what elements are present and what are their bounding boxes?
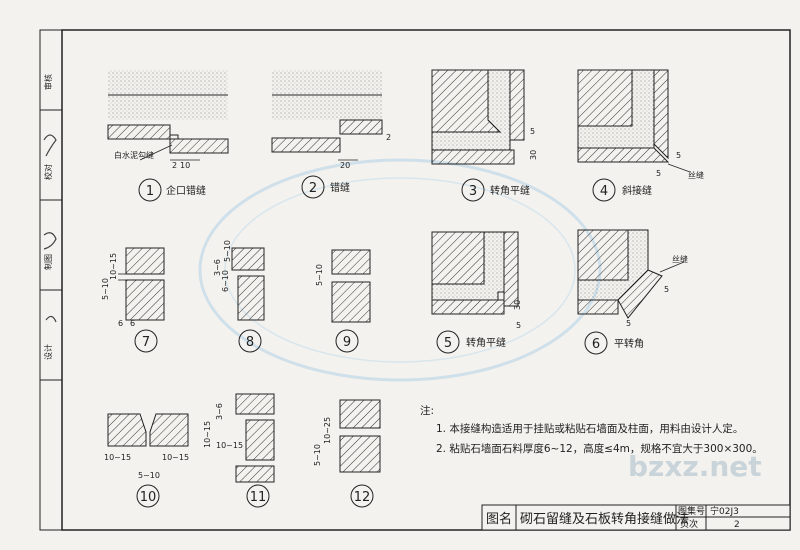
detail-12-dim-a: 5~10 — [313, 444, 322, 466]
detail-6-number-circle — [584, 331, 608, 355]
detail-5-dim-a: 30 — [513, 300, 522, 310]
detail-1-drawing — [107, 70, 229, 161]
detail-2-number-circle — [301, 175, 325, 199]
watermark-text: bzxz.net — [628, 450, 762, 483]
detail-8-number: 8 — [246, 335, 254, 350]
detail-6-number: 6 — [592, 337, 600, 352]
detail-4-dim-a: 5 — [676, 151, 681, 160]
detail-6-caption: 平转角 — [614, 337, 644, 350]
detail-8-dim-c: 6~10 — [221, 270, 230, 292]
detail-2-number: 2 — [309, 181, 317, 196]
set-number-label: 图集号 — [678, 505, 705, 517]
notes-item-2: 2. 粘贴石墙面石料厚度6~12，高度≤4m，规格不宜大于300×300。 — [436, 442, 763, 455]
detail-7-number: 7 — [142, 335, 150, 350]
detail-5-drawing — [431, 231, 519, 315]
detail-7-number-circle — [134, 329, 158, 353]
detail-3-dim-b: 30 — [529, 150, 538, 160]
detail-8-drawing — [231, 247, 265, 321]
detail-11-dim-a: 3~6 — [215, 403, 224, 420]
detail-7-drawing — [118, 247, 165, 321]
detail-11-dim-c: 10~15 — [216, 441, 243, 450]
detail-3-number-circle — [461, 178, 485, 202]
detail-6-drawing — [577, 229, 685, 319]
detail-9-dim-a: 5~10 — [315, 264, 324, 286]
detail-11-dim-b: 10~15 — [203, 421, 212, 448]
side-strip: 审核 校对 制图 设计 — [39, 29, 63, 531]
detail-1-dim-b: 10 — [180, 161, 190, 170]
detail-2-dim-b: 2 — [386, 133, 391, 142]
detail-1-caption: 企口错缝 — [166, 184, 206, 197]
notes-heading: 注: — [420, 404, 434, 417]
side-label-2: 制图 — [43, 254, 53, 270]
detail-11-number: 11 — [250, 490, 267, 505]
detail-1-number-circle — [138, 178, 162, 202]
detail-5-dim-b: 5 — [516, 321, 521, 330]
detail-4-number-circle — [592, 178, 616, 202]
detail-10-dim-b: 10~15 — [162, 453, 189, 462]
detail-4-dim-b: 5 — [656, 169, 661, 178]
detail-3-number: 3 — [469, 184, 477, 199]
detail-9-number: 9 — [343, 335, 351, 350]
page-value: 2 — [734, 520, 740, 530]
detail-7-dim-b: 10~15 — [109, 253, 118, 280]
detail-12-dim-b: 10~25 — [323, 417, 332, 444]
detail-11-number-circle — [246, 484, 270, 508]
detail-2-caption: 错缝 — [330, 181, 350, 194]
detail-1-dim-a: 2 — [172, 161, 177, 170]
detail-6-tag: 丝缝 — [672, 254, 688, 264]
detail-4-number: 4 — [600, 184, 608, 199]
detail-12-number-circle — [350, 484, 374, 508]
detail-12-drawing — [339, 399, 381, 473]
detail-8-dim-b: 5~10 — [223, 240, 232, 262]
side-label-1: 校对 — [43, 164, 53, 180]
detail-10-number-circle — [136, 484, 160, 508]
detail-5-number-circle — [436, 330, 460, 354]
detail-6-dim-b: 5 — [626, 319, 631, 328]
side-label-3: 设计 — [43, 344, 53, 360]
detail-10-dim-a: 10~15 — [104, 453, 131, 462]
title-block — [481, 504, 791, 531]
detail-11-drawing — [235, 393, 275, 483]
detail-4-caption: 斜接缝 — [622, 184, 652, 197]
page-label: 页次 — [680, 518, 698, 530]
detail-5-number: 5 — [444, 336, 452, 351]
detail-1-number: 1 — [146, 184, 154, 199]
detail-4-tag: 丝缝 — [688, 170, 704, 180]
detail-10-number: 10 — [140, 490, 157, 505]
detail-3-caption: 转角平缝 — [490, 184, 530, 197]
detail-7-dim-d: 6 — [130, 319, 135, 328]
detail-3-drawing — [431, 69, 525, 165]
detail-8-number-circle — [238, 329, 262, 353]
detail-8-dim-a: 3~6 — [213, 259, 222, 276]
detail-9-number-circle — [335, 329, 359, 353]
detail-3-dim-a: 5 — [530, 127, 535, 136]
detail-7-dim-c: 6 — [118, 319, 123, 328]
detail-12-number: 12 — [354, 490, 371, 505]
detail-1-note: 白水泥勾缝 — [114, 150, 154, 160]
detail-10-dim-c: 5~10 — [138, 471, 160, 480]
title-label: 图名 — [486, 511, 512, 527]
side-label-0: 审核 — [43, 74, 53, 90]
detail-9-drawing — [331, 249, 371, 323]
detail-6-dim-a: 5 — [664, 285, 669, 294]
notes-item-1: 1. 本接缝构造适用于挂贴或粘贴石墙面及柱面，用料由设计人定。 — [436, 422, 743, 435]
detail-4-drawing — [577, 69, 691, 173]
detail-7-dim-a: 5~10 — [101, 278, 110, 300]
drawing-title: 砌石留缝及石板转角接缝做法 — [520, 511, 689, 527]
detail-10-drawing — [107, 413, 189, 447]
detail-2-drawing — [271, 70, 383, 161]
detail-2-dim-a: 20 — [340, 161, 350, 170]
set-number-value: 宁02J3 — [710, 505, 739, 517]
detail-5-caption: 转角平缝 — [466, 336, 506, 349]
